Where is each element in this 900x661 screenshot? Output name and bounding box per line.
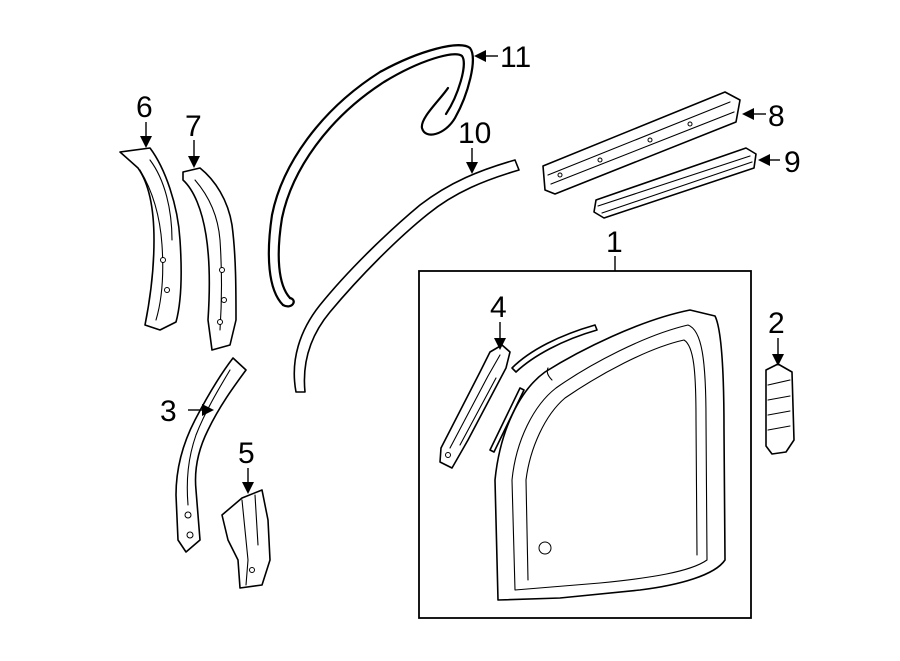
part-7-pillar [182, 167, 237, 351]
part-2-spacer [765, 363, 795, 455]
part-11-weatherstrip [267, 44, 474, 308]
part-8-rocker [542, 91, 741, 195]
callout-5: 5 [238, 437, 255, 470]
part-4-hinge-pillar [439, 344, 511, 469]
part-1-side-panel [494, 309, 726, 601]
callout-2: 2 [768, 307, 785, 340]
part-10-seal [293, 159, 520, 393]
part-9-rocker [593, 147, 757, 219]
leaders [140, 50, 784, 494]
callout-7: 7 [185, 110, 202, 143]
part-6-pillar [119, 147, 182, 331]
part-3-reinforcement [175, 357, 247, 553]
callout-11: 11 [500, 41, 531, 74]
part-1-box [418, 270, 752, 619]
callouts: 1 2 3 4 5 6 7 8 9 10 11 [136, 41, 801, 470]
callout-3: 3 [160, 395, 177, 428]
callout-9: 9 [784, 146, 801, 179]
callout-6: 6 [136, 91, 153, 124]
callout-4: 4 [490, 291, 507, 324]
callout-1: 1 [606, 226, 623, 259]
part-5-bracket [221, 489, 271, 589]
part-1-strips [489, 324, 598, 453]
callout-10: 10 [458, 117, 491, 150]
callout-8: 8 [768, 100, 785, 133]
